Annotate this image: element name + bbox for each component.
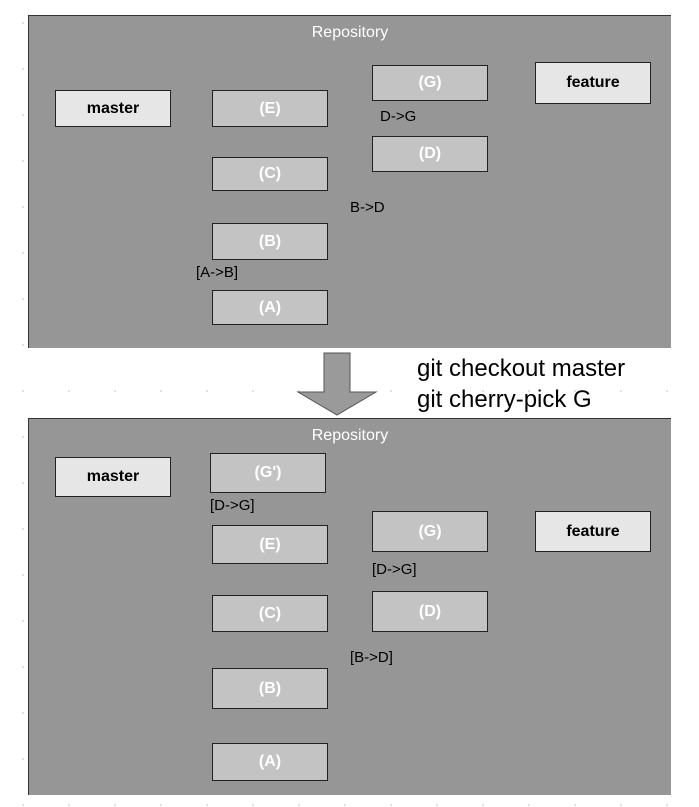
commit-c: (C) (212, 157, 328, 191)
commit-b: (B) (212, 223, 328, 260)
commit-a: (A) (212, 743, 328, 781)
command-checkout: git checkout master (417, 355, 626, 382)
edge-label-d-g-side: [D->G] (372, 561, 417, 578)
edge-label-d-g: D->G (380, 108, 417, 125)
commit-b: (B) (212, 668, 328, 709)
edge-label-b-d: [B->D] (350, 649, 393, 666)
commit-d: (D) (372, 136, 488, 172)
commit-g-prime: (G') (210, 453, 326, 493)
edge-label-d-g-main: [D->G] (210, 497, 255, 514)
branch-master: master (55, 457, 171, 497)
commit-e: (E) (212, 525, 328, 564)
commit-d: (D) (372, 591, 488, 632)
commit-c: (C) (212, 595, 328, 632)
repository-title: Repository (311, 24, 389, 41)
transition-arrow-icon (296, 352, 378, 416)
branch-feature: feature (535, 511, 651, 552)
command-cherry-pick: git cherry-pick G (417, 386, 592, 413)
repository-title: Repository (311, 427, 389, 444)
commit-g: (G) (372, 511, 488, 552)
branch-feature: feature (535, 62, 651, 104)
edge-label-b-d: B->D (350, 199, 385, 216)
commit-a: (A) (212, 290, 328, 325)
edge-label-a-b: [A->B] (196, 264, 239, 281)
commit-g: (G) (372, 65, 488, 101)
branch-master: master (55, 90, 171, 127)
commit-e: (E) (212, 90, 328, 127)
